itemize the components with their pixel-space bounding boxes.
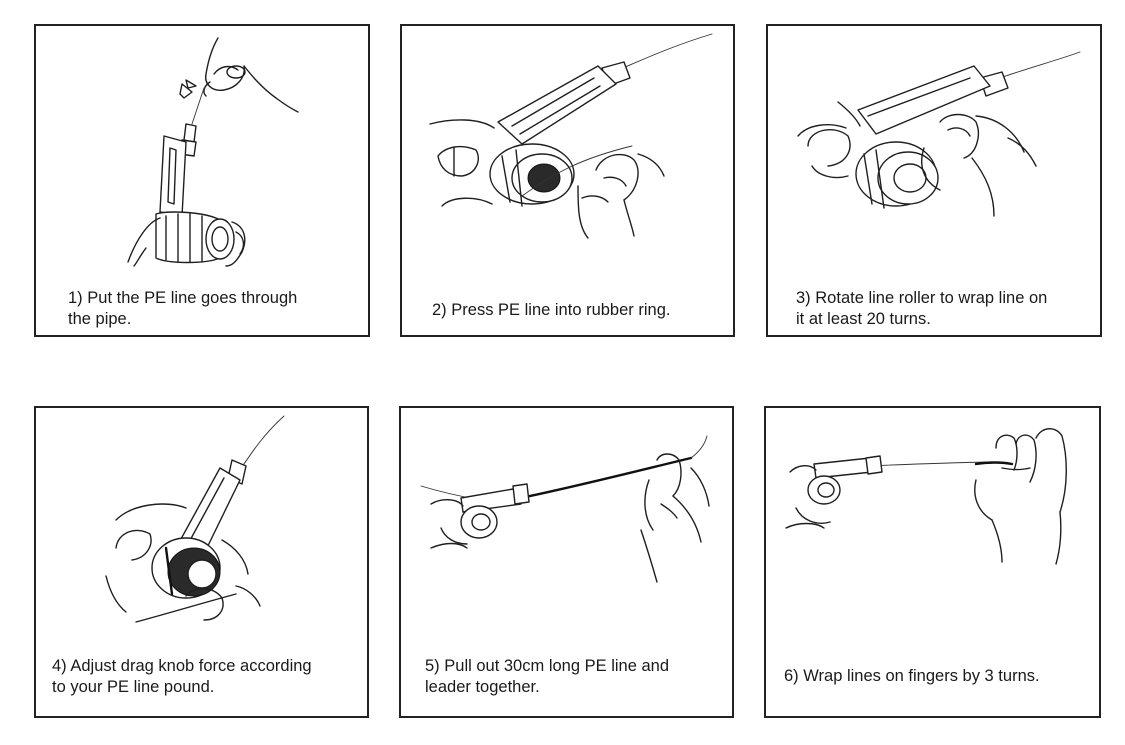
step-text-continued: the pipe.: [68, 310, 132, 328]
step-number: 6): [784, 667, 799, 685]
step-6-illustration: [785, 428, 1067, 565]
step-text: Press PE line into rubber ring.: [451, 301, 671, 319]
step-5-caption: 5) Pull out 30cm long PE line and leader…: [425, 656, 669, 698]
step-number: 5): [425, 657, 440, 675]
step-number: 1): [68, 289, 83, 307]
step-panel-1: 1) Put the PE line goes through the pipe…: [34, 24, 370, 337]
step-text: Wrap lines on fingers by 3 turns.: [803, 667, 1040, 685]
step-5-illustration: [420, 435, 710, 583]
step-panel-3: 3) Rotate line roller to wrap line on it…: [766, 24, 1102, 337]
step-number: 4): [52, 657, 67, 675]
step-1-caption: 1) Put the PE line goes through the pipe…: [68, 288, 297, 330]
step-number: 2): [432, 301, 447, 319]
step-2-caption: 2) Press PE line into rubber ring.: [432, 300, 670, 321]
step-panel-6: 6) Wrap lines on fingers by 3 turns.: [764, 406, 1101, 718]
step-6-caption: 6) Wrap lines on fingers by 3 turns.: [784, 666, 1040, 687]
step-panel-5: 5) Pull out 30cm long PE line and leader…: [399, 406, 734, 718]
step-panel-2: 2) Press PE line into rubber ring.: [400, 24, 735, 337]
step-1-illustration: [127, 37, 299, 267]
step-text: Pull out 30cm long PE line and: [444, 657, 669, 675]
step-text: Rotate line roller to wrap line on: [815, 289, 1048, 307]
step-3-illustration: [797, 51, 1081, 217]
step-text: Adjust drag knob force according: [70, 657, 312, 675]
step-text-continued: it at least 20 turns.: [796, 310, 931, 328]
step-text-continued: to your PE line pound.: [52, 678, 215, 696]
step-panel-4: 4) Adjust drag knob force according to y…: [34, 406, 369, 718]
step-2-illustration: [429, 33, 713, 239]
step-4-illustration: [105, 415, 285, 623]
step-text: Put the PE line goes through: [87, 289, 298, 307]
step-4-caption: 4) Adjust drag knob force according to y…: [52, 656, 312, 698]
step-text-continued: leader together.: [425, 678, 540, 696]
step-3-caption: 3) Rotate line roller to wrap line on it…: [796, 288, 1047, 330]
step-number: 3): [796, 289, 811, 307]
